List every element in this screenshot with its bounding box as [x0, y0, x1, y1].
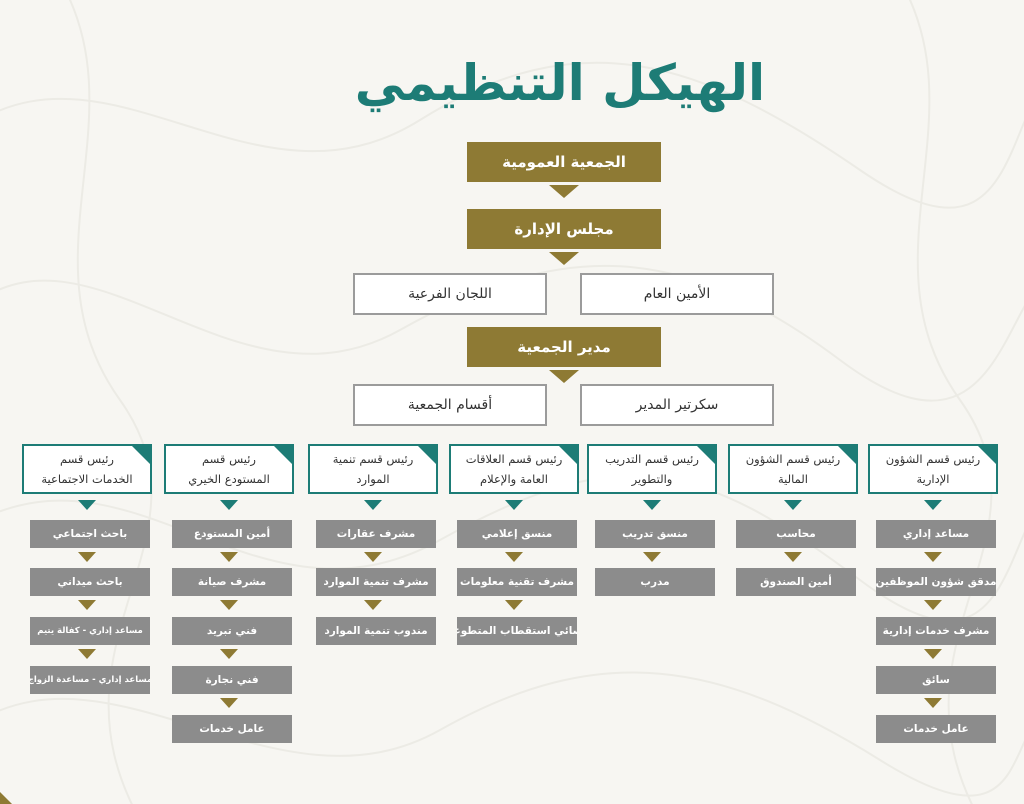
department-head-box: رئيس قسم التدريب والتطوير: [587, 444, 717, 494]
department-head-box: رئيس قسم المستودع الخيري: [164, 444, 294, 494]
department-head-box: رئيس قسم الشؤون الإدارية: [868, 444, 998, 494]
staff-position-box: مشرف تنمية الموارد: [316, 568, 436, 596]
staff-position-box: محاسب: [736, 520, 856, 548]
staff-position-box: مدرب: [595, 568, 715, 596]
arrow-down-icon: [505, 600, 523, 610]
arrow-down-icon: [364, 552, 382, 562]
corner-decoration: [418, 446, 436, 464]
arrow-down-icon: [924, 600, 942, 610]
corner-decoration: [274, 446, 292, 464]
staff-position-box: باحث اجتماعي: [30, 520, 150, 548]
arrow-down-icon: [924, 698, 942, 708]
department-head-label: رئيس قسم الشؤون المالية: [745, 452, 841, 486]
staff-position-box: عامل خدمات: [172, 715, 292, 743]
arrow-down-icon: [505, 552, 523, 562]
arrow-down-icon: [220, 698, 238, 708]
secretary-general-box: الأمين العام: [580, 273, 774, 315]
arrow-down-icon: [220, 600, 238, 610]
board-box: مجلس الإدارة: [467, 209, 661, 249]
department-head-box: رئيس قسم العلاقات العامة والإعلام: [449, 444, 579, 494]
arrow-down-icon: [784, 552, 802, 562]
arrow-down-icon: [220, 649, 238, 659]
staff-position-box: باحث ميداني: [30, 568, 150, 596]
arrow-down-icon: [78, 500, 96, 510]
arrow-down-icon: [78, 552, 96, 562]
staff-position-box: مشرف عقارات: [316, 520, 436, 548]
staff-position-box: فني نجارة: [172, 666, 292, 694]
arrow-down-icon: [78, 600, 96, 610]
staff-position-box: منسق إعلامي: [457, 520, 577, 548]
staff-position-box: مشرف صيانة: [172, 568, 292, 596]
arrow-down-icon: [643, 552, 661, 562]
corner-decoration: [559, 446, 577, 464]
corner-decoration: [697, 446, 715, 464]
director-box: مدير الجمعية: [467, 327, 661, 367]
corner-decoration: [838, 446, 856, 464]
arrow-down-icon: [924, 552, 942, 562]
arrow-down-icon: [220, 500, 238, 510]
staff-position-box: منسق تدريب: [595, 520, 715, 548]
department-head-label: رئيس قسم العلاقات العامة والإعلام: [465, 452, 563, 486]
staff-position-box: أخصائي استقطاب المتطوعين: [457, 617, 577, 645]
arrow-down-icon: [220, 552, 238, 562]
staff-position-box: أمين المستودع: [172, 520, 292, 548]
staff-position-box: مساعد إداري: [876, 520, 996, 548]
staff-position-box: مدقق شؤون الموظفين: [876, 568, 996, 596]
general-assembly-box: الجمعية العمومية: [467, 142, 661, 182]
arrow-down-icon: [549, 185, 579, 198]
arrow-down-icon: [549, 370, 579, 383]
department-head-box: رئيس قسم الشؤون المالية: [728, 444, 858, 494]
staff-position-box: مندوب تنمية الموارد: [316, 617, 436, 645]
staff-position-box: مساعد إداري - كفالة يتيم: [30, 617, 150, 645]
department-head-label: رئيس قسم المستودع الخيري: [188, 452, 270, 486]
staff-position-box: مشرف تقنية معلومات: [457, 568, 577, 596]
staff-position-box: أمين الصندوق: [736, 568, 856, 596]
staff-position-box: مساعد إداري - مساعدة الزواج: [30, 666, 150, 694]
staff-position-box: سائق: [876, 666, 996, 694]
arrow-down-icon: [364, 600, 382, 610]
arrow-down-icon: [784, 500, 802, 510]
staff-position-box: فني تبريد: [172, 617, 292, 645]
department-head-label: رئيس قسم الخدمات الاجتماعية: [41, 452, 133, 486]
corner-decoration: [132, 446, 150, 464]
department-head-label: رئيس قسم التدريب والتطوير: [605, 452, 699, 486]
arrow-down-icon: [364, 500, 382, 510]
sections-box: أقسام الجمعية: [353, 384, 547, 426]
sub-committees-box: اللجان الفرعية: [353, 273, 547, 315]
director-secretary-box: سكرتير المدير: [580, 384, 774, 426]
department-head-label: رئيس قسم الشؤون الإدارية: [885, 452, 981, 486]
corner-decoration: [0, 792, 12, 804]
arrow-down-icon: [549, 252, 579, 265]
arrow-down-icon: [78, 649, 96, 659]
arrow-down-icon: [505, 500, 523, 510]
staff-position-box: عامل خدمات: [876, 715, 996, 743]
arrow-down-icon: [924, 649, 942, 659]
corner-decoration: [978, 446, 996, 464]
department-head-box: رئيس قسم الخدمات الاجتماعية: [22, 444, 152, 494]
arrow-down-icon: [924, 500, 942, 510]
department-head-box: رئيس قسم تنمية الموارد: [308, 444, 438, 494]
staff-position-box: مشرف خدمات إدارية: [876, 617, 996, 645]
department-head-label: رئيس قسم تنمية الموارد: [332, 452, 414, 486]
arrow-down-icon: [643, 500, 661, 510]
page-title: الهيكل التنظيمي: [354, 54, 766, 112]
